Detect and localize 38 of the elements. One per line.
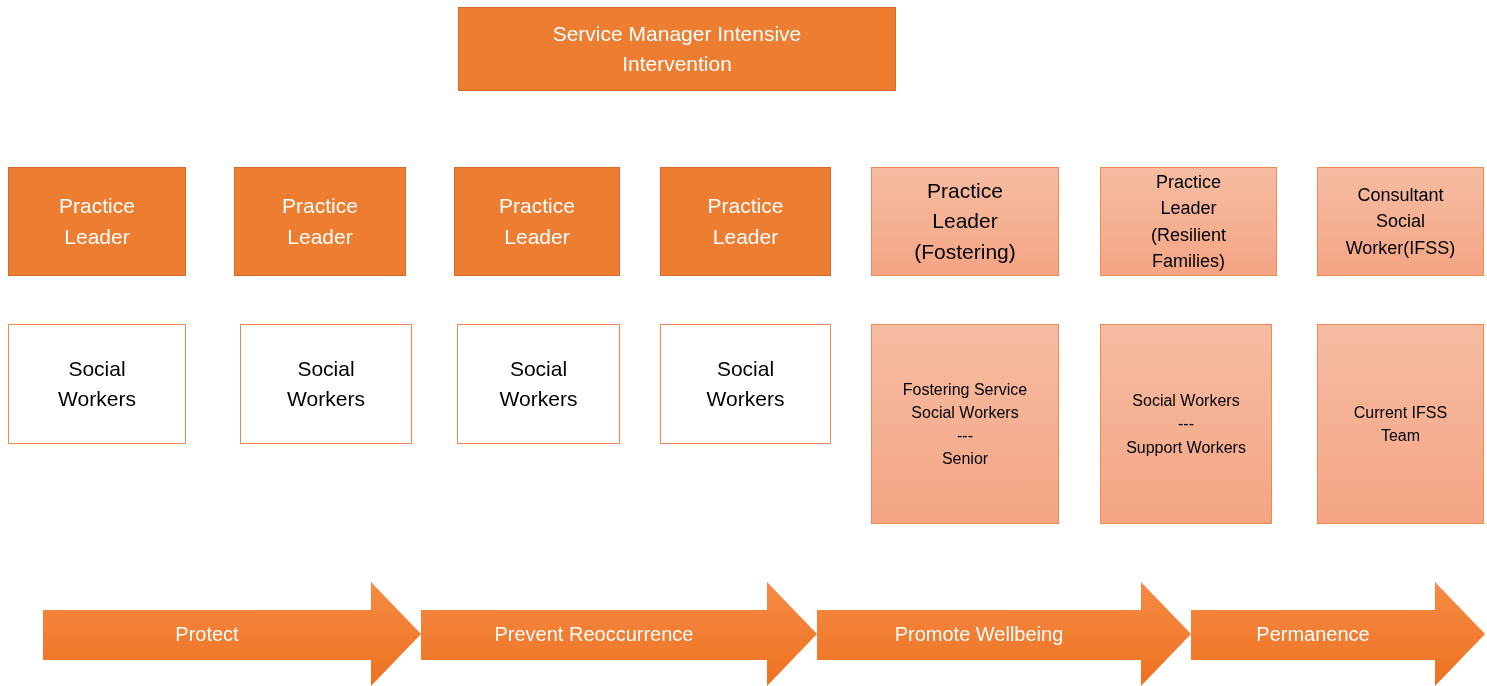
team-box bbox=[457, 324, 620, 444]
box-text: Practice Leader (Fostering) bbox=[913, 177, 1017, 265]
box-text: Social Workers bbox=[286, 355, 366, 412]
box-text: --- bbox=[1178, 414, 1194, 435]
box-text: Practice Leader bbox=[498, 193, 576, 250]
box-text: Practice Leader bbox=[706, 193, 785, 250]
stage-label: Prevent Reoccurrence bbox=[494, 622, 694, 646]
team-box bbox=[240, 324, 412, 444]
role-box bbox=[1100, 167, 1277, 276]
box-text: Social Workers bbox=[705, 355, 786, 412]
box-text: --- bbox=[957, 426, 973, 446]
box-text: Practice Leader bbox=[281, 193, 359, 250]
box-text: Support Workers bbox=[1126, 437, 1246, 458]
role-box bbox=[458, 7, 896, 91]
role-box bbox=[454, 167, 620, 276]
role-box bbox=[1100, 324, 1272, 524]
box-text: Practice Leader bbox=[58, 193, 136, 250]
stage-label: Permanence bbox=[1256, 622, 1370, 646]
box-text: Practice Leader (Resilient Families) bbox=[1150, 171, 1227, 273]
box-text: Senior bbox=[941, 449, 989, 470]
team-box bbox=[8, 324, 186, 444]
stage-label: Protect bbox=[175, 622, 239, 646]
box-text: Social Workers bbox=[57, 355, 137, 412]
role-box bbox=[871, 324, 1059, 524]
role-box bbox=[660, 167, 831, 276]
box-text: Current IFSS Team bbox=[1352, 402, 1449, 446]
role-box bbox=[1317, 167, 1484, 276]
stage-label: Promote Wellbeing bbox=[894, 622, 1064, 646]
box-text: Consultant Social Worker(IFSS) bbox=[1344, 184, 1457, 260]
role-box bbox=[1317, 324, 1484, 524]
box-text: Social Workers bbox=[498, 355, 579, 412]
box-text: Fostering Service Social Workers bbox=[901, 379, 1029, 423]
team-box bbox=[660, 324, 831, 444]
role-box bbox=[8, 167, 186, 276]
role-box bbox=[871, 167, 1059, 276]
box-text: Social Workers bbox=[1132, 391, 1240, 412]
role-box bbox=[234, 167, 406, 276]
box-text: Service Manager Intensive Intervention bbox=[551, 20, 803, 77]
